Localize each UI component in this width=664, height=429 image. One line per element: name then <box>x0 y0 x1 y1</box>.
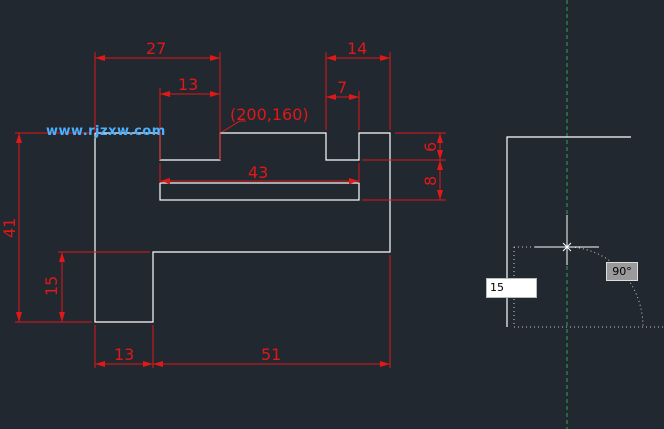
dim-text-43: 43 <box>248 163 268 182</box>
dim-text-27: 27 <box>146 39 166 58</box>
dim-text-6: 6 <box>421 142 440 152</box>
dim-text-7: 7 <box>337 78 347 97</box>
dynamic-input-field[interactable]: 15 <box>486 278 537 298</box>
dimension-lines <box>15 52 446 368</box>
part-outline <box>94 132 391 323</box>
inner-slot <box>159 182 360 201</box>
dimension-arrows <box>16 55 443 367</box>
dim-text-14: 14 <box>347 39 367 58</box>
watermark: www.rjzxw.com <box>46 124 166 139</box>
in-progress-outline <box>506 136 631 327</box>
dim-text-41: 41 <box>0 218 19 238</box>
coordinate-label: (200,160) <box>230 105 309 124</box>
dim-text-8: 8 <box>421 176 440 186</box>
crosshair-cursor-icon <box>535 229 599 265</box>
dim-text-13-slot: 13 <box>178 75 198 94</box>
part-geometry <box>94 132 391 323</box>
dim-text-15: 15 <box>42 276 61 296</box>
angle-tooltip: 90° <box>606 262 638 281</box>
dim-text-13-bottom: 13 <box>114 345 134 364</box>
dim-text-51: 51 <box>261 345 281 364</box>
